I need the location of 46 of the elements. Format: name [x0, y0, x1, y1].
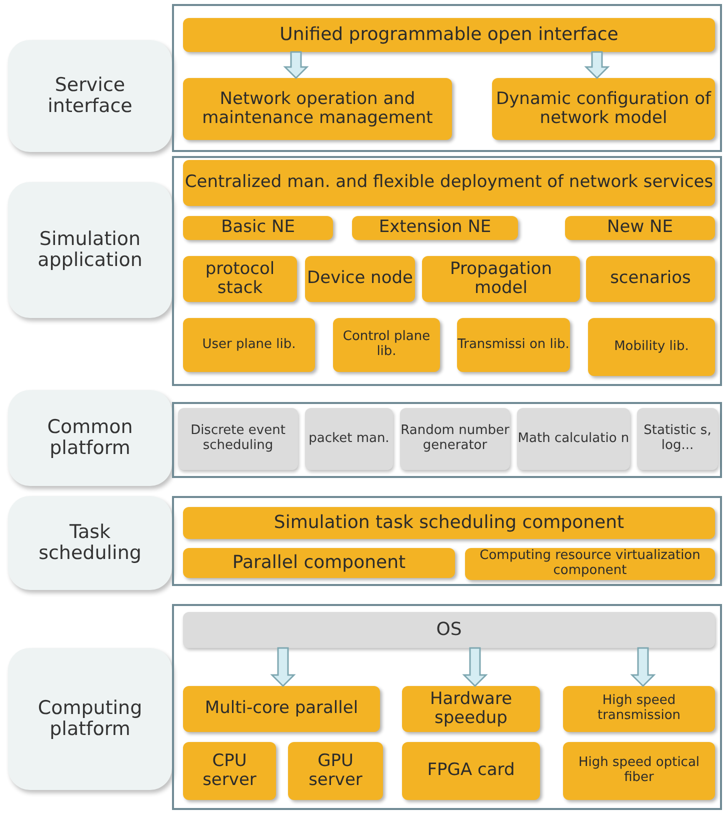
block-arrow	[630, 647, 656, 688]
component-box: Transmissi on lib.	[457, 318, 570, 372]
component-box: Computing resource virtualization component	[465, 548, 715, 580]
component-box: User plane lib.	[183, 318, 315, 372]
component-box: Hardware speedup	[402, 686, 540, 732]
layer-label: Common platform	[8, 390, 172, 486]
component-box: High speed transmission	[563, 686, 715, 732]
layer-panel	[172, 4, 722, 152]
layer-label: Task scheduling	[8, 496, 172, 590]
component-box: Multi-core parallel	[183, 686, 380, 732]
module-box: Discrete event scheduling	[178, 408, 298, 470]
component-box: Control plane lib.	[333, 318, 440, 372]
component-box: GPU server	[288, 742, 383, 800]
component-box: Dynamic configuration of network model	[492, 78, 715, 140]
module-box: Statistic s, log...	[637, 408, 718, 470]
module-box: packet man.	[305, 408, 393, 470]
layer-panel	[172, 402, 722, 478]
block-arrow	[283, 51, 309, 80]
layer-label: Service interface	[8, 40, 172, 152]
component-box: Unified programmable open interface	[183, 18, 715, 52]
component-box: Simulation task scheduling component	[183, 507, 715, 539]
component-box: Parallel component	[183, 548, 455, 578]
component-box: scenarios	[586, 256, 715, 302]
component-box: Centralized man. and flexible deployment of network services	[183, 160, 715, 206]
component-box: Device node	[305, 256, 415, 302]
module-box: OS	[183, 612, 715, 648]
block-arrow	[462, 647, 488, 688]
component-box: CPU server	[183, 742, 276, 800]
component-box: FPGA card	[402, 742, 540, 800]
component-box: High speed optical fiber	[563, 742, 715, 800]
layer-label: Simulation application	[8, 182, 172, 318]
layer-panel	[172, 496, 722, 586]
layer-panel	[172, 604, 722, 810]
component-box: New NE	[565, 216, 715, 240]
layer-label: Computing platform	[8, 648, 172, 790]
component-box: Network operation and maintenance management	[183, 78, 452, 140]
block-arrow	[270, 647, 296, 688]
component-box: Extension NE	[352, 216, 518, 240]
block-arrow	[584, 51, 610, 80]
component-box: protocol stack	[183, 256, 297, 302]
component-box: Propagation model	[422, 256, 580, 302]
layer-panel	[172, 156, 722, 386]
module-box: Random number generator	[400, 408, 510, 470]
component-box: Basic NE	[183, 216, 333, 240]
module-box: Math calculatio n	[517, 408, 630, 470]
component-box: Mobility lib.	[588, 318, 715, 376]
